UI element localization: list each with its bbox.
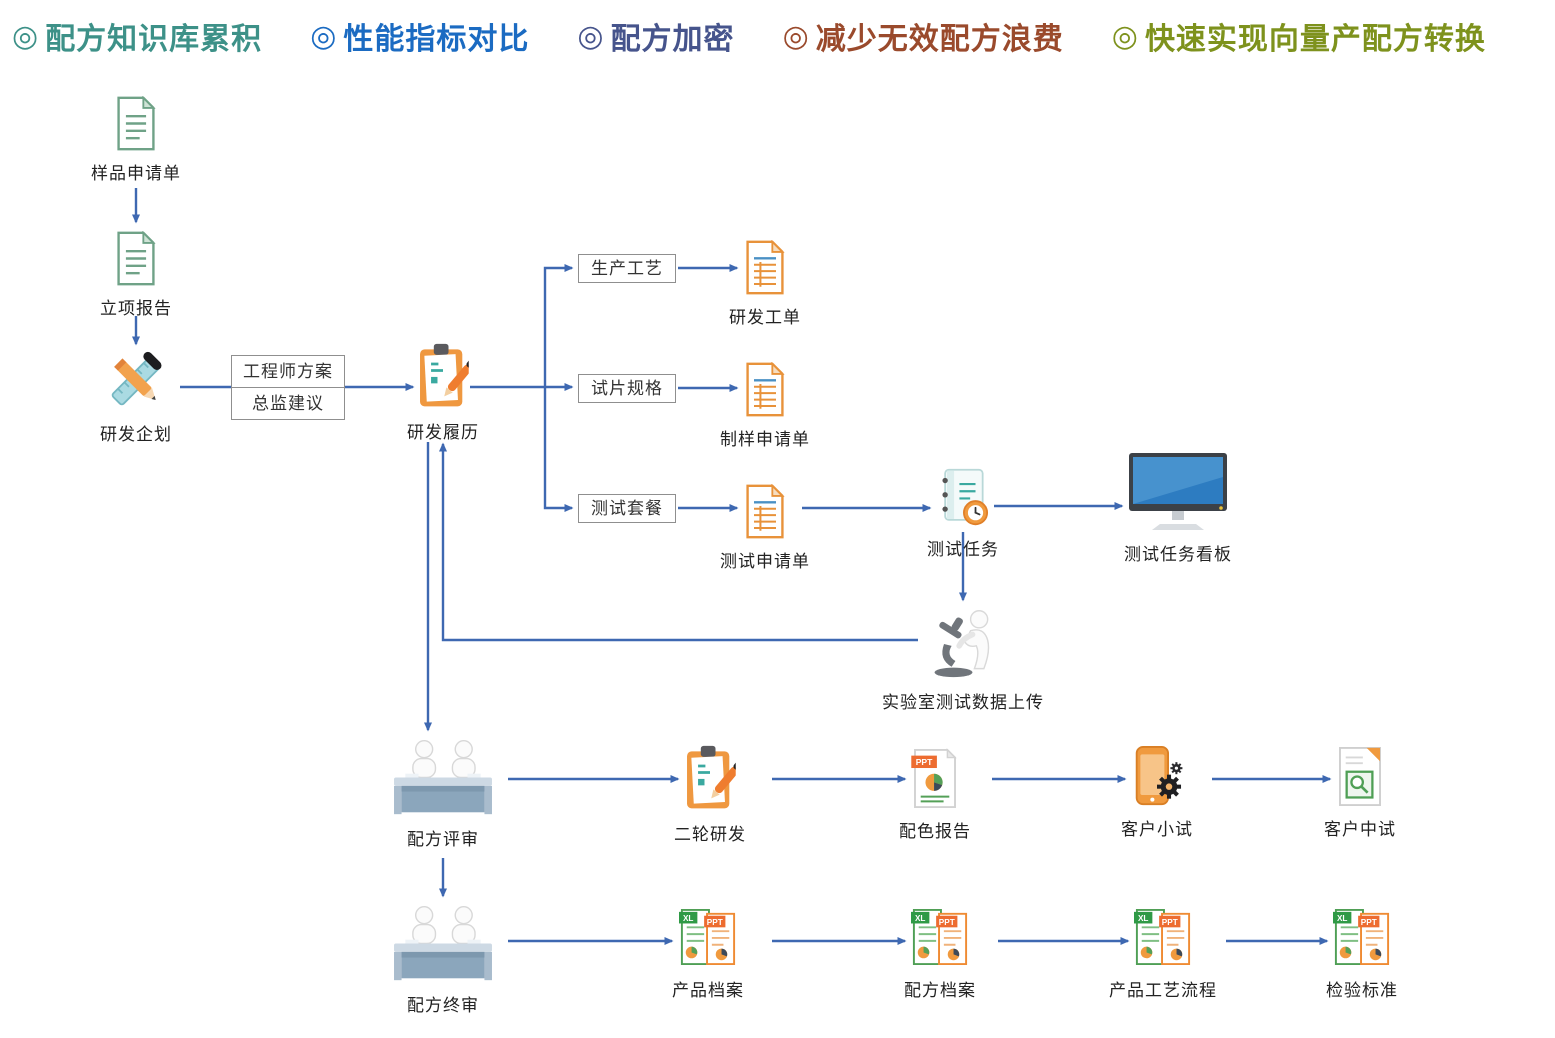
bullet-icon: ◎: [310, 19, 338, 53]
document-icon: [114, 231, 158, 286]
form-document-icon: [743, 362, 787, 417]
tag-director-advice: 总监建议: [252, 394, 324, 413]
node-formula-final-review: 配方终审: [392, 902, 494, 1016]
tag-test-package: 测试套餐: [578, 494, 676, 523]
node-label: 产品工艺流程: [1109, 981, 1217, 1000]
meeting-desk-icon: [392, 736, 494, 817]
clipboard-icon: [684, 744, 736, 812]
tag-production-process: 生产工艺: [578, 254, 676, 283]
node-lab-upload: 实验室测试数据上传: [882, 606, 1044, 713]
excel-ppt-files-icon: [679, 906, 737, 968]
node-test-request: 测试申请单: [720, 484, 810, 572]
node-label: 二轮研发: [674, 825, 746, 844]
node-label: 制样申请单: [720, 430, 810, 449]
node-label: 产品档案: [672, 981, 744, 1000]
benefit-item-fast-conversion: ◎ 快速实现向量产配方转换: [1112, 14, 1486, 58]
node-inspection-standard: 检验标准: [1326, 906, 1398, 1001]
node-product-archive: 产品档案: [672, 906, 744, 1001]
node-label: 测试任务: [927, 540, 999, 559]
bullet-icon: ◎: [12, 19, 40, 53]
node-rd-planning: 研发企划: [100, 350, 172, 445]
tag-engineer-plan-director-advice: 工程师方案 总监建议: [231, 355, 345, 420]
node-label: 研发履历: [407, 423, 479, 442]
node-formula-review: 配方评审: [392, 736, 494, 850]
excel-ppt-files-icon: [1333, 906, 1391, 968]
node-customer-mid-trial: 客户中试: [1324, 746, 1396, 840]
header-benefits: ◎ 配方知识库累积 ◎ 性能指标对比 ◎ 配方加密 ◎ 减少无效配方浪费 ◎ 快…: [12, 14, 1486, 58]
pencil-ruler-icon: [105, 350, 167, 412]
clipboard-icon: [417, 342, 469, 410]
microscope-person-icon: [925, 606, 1001, 680]
node-label: 立项报告: [100, 299, 172, 318]
node-rd-work-order: 研发工单: [729, 240, 801, 328]
benefit-label: 配方加密: [610, 23, 735, 56]
node-label: 配方档案: [904, 981, 976, 1000]
node-second-round-rd: 二轮研发: [674, 744, 746, 845]
node-label: 实验室测试数据上传: [882, 693, 1044, 712]
excel-ppt-files-icon: [1134, 906, 1192, 968]
benefit-item-performance-compare: ◎ 性能指标对比: [310, 14, 529, 58]
tag-test-piece-spec: 试片规格: [578, 374, 676, 403]
document-magnifier-icon: [1336, 746, 1384, 807]
tag-engineer-plan: 工程师方案: [232, 356, 344, 388]
benefit-label: 配方知识库累积: [45, 23, 263, 56]
ppt-report-icon: [911, 748, 959, 809]
node-test-task-board: 测试任务看板: [1124, 452, 1232, 565]
node-sampling-request: 制样申请单: [720, 362, 810, 450]
meeting-desk-icon: [392, 902, 494, 983]
excel-ppt-files-icon: [911, 906, 969, 968]
node-project-report: 立项报告: [100, 231, 172, 319]
benefit-item-knowledge-base: ◎ 配方知识库累积: [12, 14, 262, 58]
node-label: 检验标准: [1326, 981, 1398, 1000]
monitor-icon: [1128, 452, 1228, 532]
node-formula-archive: 配方档案: [904, 906, 976, 1001]
phone-gear-icon: [1131, 746, 1183, 807]
form-document-icon: [743, 240, 787, 295]
node-label: 客户小试: [1121, 820, 1193, 839]
form-document-icon: [743, 484, 787, 539]
node-label: 测试任务看板: [1124, 545, 1232, 564]
benefit-label: 减少无效配方浪费: [815, 23, 1064, 56]
node-color-report: 配色报告: [899, 748, 971, 842]
bullet-icon: ◎: [577, 19, 605, 53]
notebook-clock-icon: [936, 468, 990, 527]
node-label: 配色报告: [899, 822, 971, 841]
document-icon: [114, 96, 158, 151]
node-label: 样品申请单: [91, 164, 181, 183]
benefit-item-formula-encryption: ◎ 配方加密: [577, 14, 734, 58]
benefit-label: 性能指标对比: [343, 23, 530, 56]
node-label: 配方评审: [407, 830, 479, 849]
benefit-label: 快速实现向量产配方转换: [1144, 23, 1486, 56]
node-label: 研发工单: [729, 308, 801, 327]
node-label: 配方终审: [407, 996, 479, 1015]
bullet-icon: ◎: [1111, 19, 1139, 53]
node-test-task: 测试任务: [927, 468, 999, 560]
node-label: 测试申请单: [720, 552, 810, 571]
node-rd-resume: 研发履历: [407, 342, 479, 443]
node-label: 客户中试: [1324, 820, 1396, 839]
node-customer-small-trial: 客户小试: [1121, 746, 1193, 840]
bullet-icon: ◎: [782, 19, 810, 53]
node-sample-request: 样品申请单: [91, 96, 181, 184]
node-label: 研发企划: [100, 425, 172, 444]
benefit-item-reduce-waste: ◎ 减少无效配方浪费: [783, 14, 1064, 58]
node-product-process-flow: 产品工艺流程: [1109, 906, 1217, 1001]
